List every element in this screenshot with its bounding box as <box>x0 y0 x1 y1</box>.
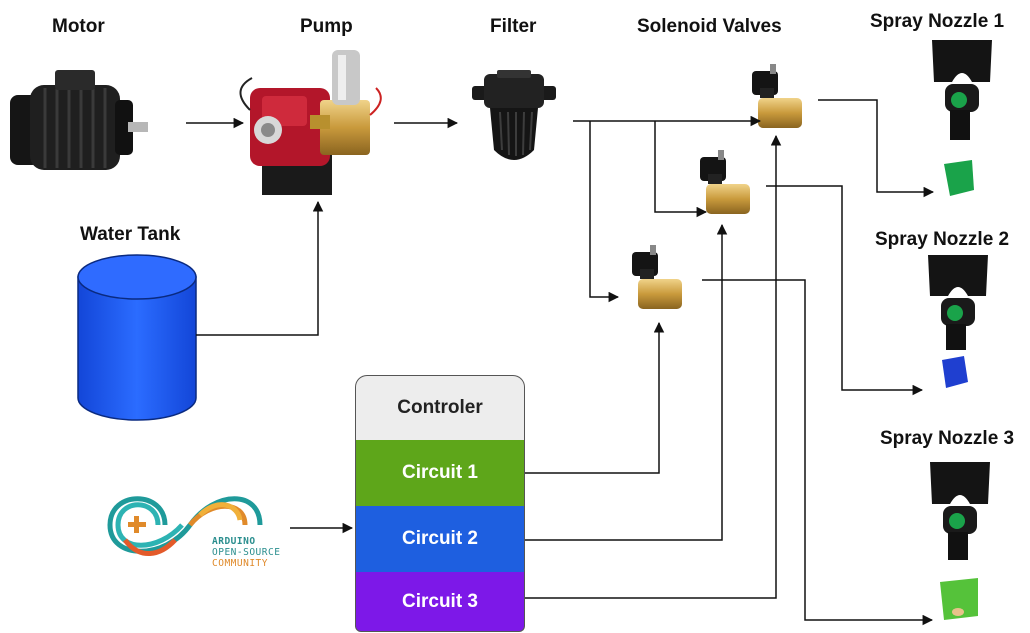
motor-label: Motor <box>52 16 105 37</box>
water-tank-icon <box>77 254 197 421</box>
solenoid-valve-1-icon <box>752 64 802 128</box>
arrow-valve-1-nozzle-1 <box>818 99 935 198</box>
arrow-tank-pump <box>196 200 324 336</box>
connections <box>186 99 935 626</box>
arrow-circuit-1-valve-3 <box>525 321 665 474</box>
arrow-valve-2-nozzle-2 <box>766 185 924 396</box>
arrow-valve-3-nozzle-3 <box>702 279 934 626</box>
spray-nozzle-2-icon <box>928 255 988 388</box>
solenoid-valves-label: Solenoid Valves <box>637 16 782 37</box>
spray-nozzle-2-label: Spray Nozzle 2 <box>875 229 1010 250</box>
filter-label: Filter <box>490 16 537 37</box>
solenoid-valve-2-icon <box>700 150 750 214</box>
spray-nozzle-1-icon <box>932 40 992 196</box>
spray-nozzle-3-icon <box>930 462 990 620</box>
arrow-filter-valve-2 <box>654 121 708 218</box>
circuit-3-box: Circuit 3 <box>355 572 525 632</box>
spray-nozzle-1-label: Spray Nozzle 1 <box>870 11 1005 32</box>
spray-nozzle-3-label: Spray Nozzle 3 <box>880 428 1015 449</box>
solenoid-valve-3-icon <box>632 245 682 309</box>
arduino-text-line-3: COMMUNITY <box>212 558 268 569</box>
circuit-2-box: Circuit 2 <box>355 506 525 572</box>
pump-label: Pump <box>300 16 353 37</box>
motor-icon <box>10 70 148 170</box>
arrow-filter-valve-3 <box>589 121 620 303</box>
circuit-1-box: Circuit 1 <box>355 440 525 506</box>
water-tank-label: Water Tank <box>80 224 181 245</box>
filter-icon <box>472 70 556 160</box>
arrow-circuit-3-valve-1 <box>525 134 782 599</box>
controller-title: Controler <box>355 375 525 440</box>
arduino-logo <box>107 496 263 556</box>
arduino-text-line-2: OPEN-SOURCE <box>212 547 281 558</box>
arrow-circuit-2-valve-2 <box>525 223 728 541</box>
pump-icon <box>239 50 382 195</box>
arduino-text-line-1: ARDUINO <box>212 536 256 547</box>
